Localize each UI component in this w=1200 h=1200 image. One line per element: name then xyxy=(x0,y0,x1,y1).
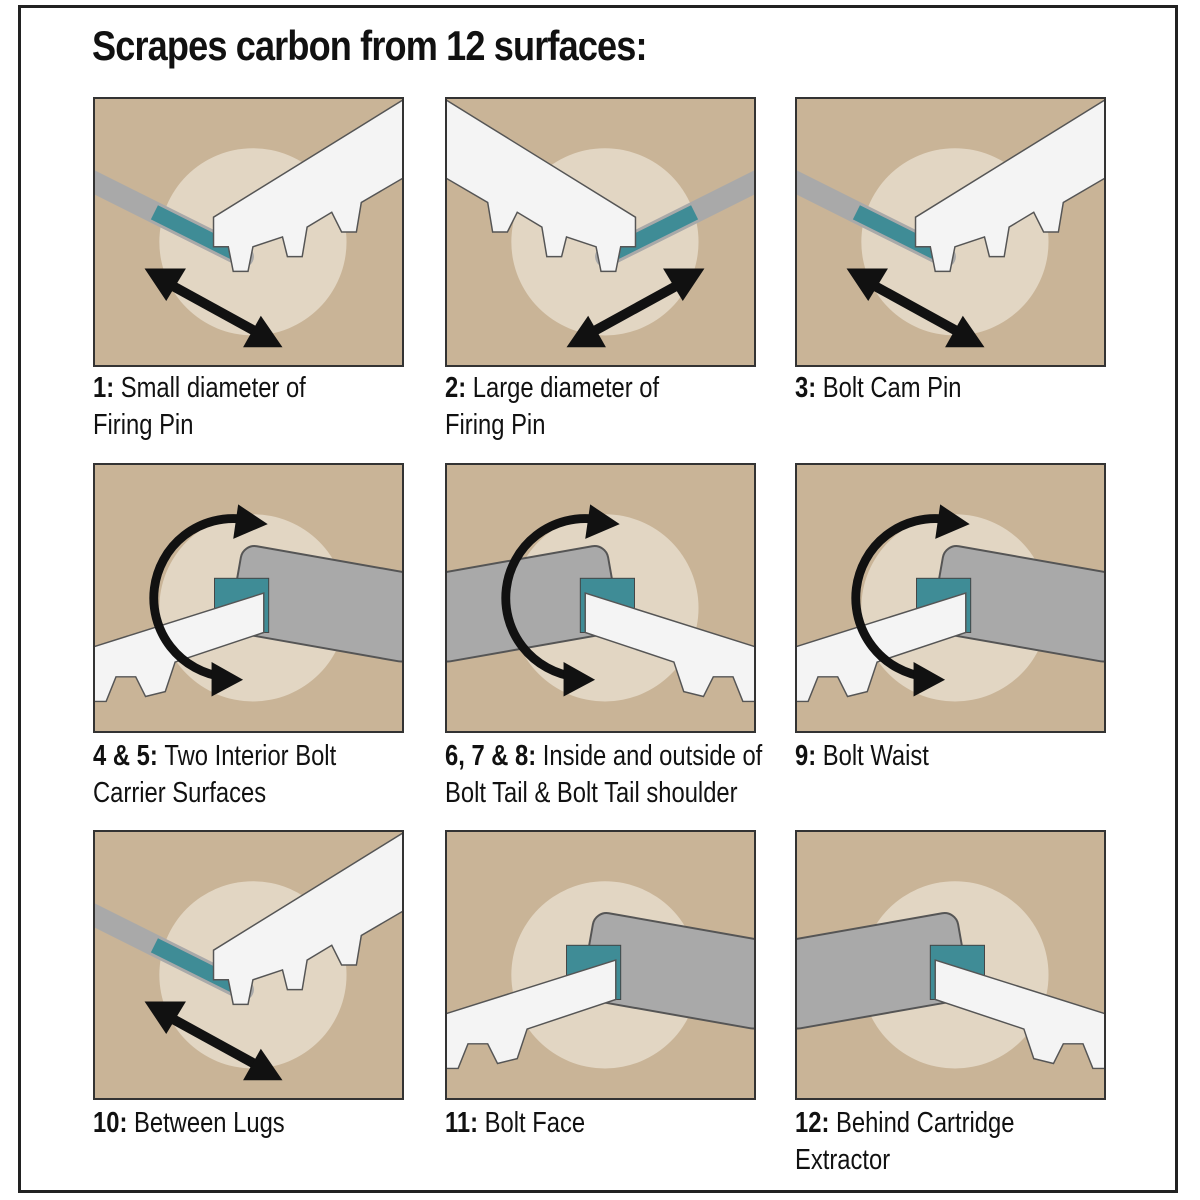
panel-illustration-6 xyxy=(795,463,1106,733)
caption-line-1: Small diameter of xyxy=(120,372,306,404)
caption-line-1: Bolt Cam Pin xyxy=(822,372,962,404)
panel-illustration-5 xyxy=(445,463,756,733)
panel-illustration-1 xyxy=(93,97,404,367)
scraper-tool xyxy=(797,592,967,703)
scraper-tool xyxy=(934,959,1104,1070)
caption-line-2: Carrier Surfaces xyxy=(93,777,267,809)
scraper-tool xyxy=(584,592,754,703)
page-title: Scrapes carbon from 12 surfaces: xyxy=(92,22,648,69)
caption-line-1: Inside and outside of xyxy=(542,740,763,772)
caption-number: 6, 7 & 8: xyxy=(445,740,543,772)
scraper-tool xyxy=(447,959,617,1070)
rotate-arrow-icon xyxy=(501,504,620,697)
caption-line-1: Between Lugs xyxy=(133,1107,285,1139)
caption-number: 11: xyxy=(445,1107,485,1139)
rotate-arrow-icon xyxy=(149,504,268,697)
caption-line-2: Bolt Tail & Bolt Tail shoulder xyxy=(445,777,738,809)
panel-illustration-3 xyxy=(795,97,1106,367)
caption-number: 4 & 5: xyxy=(93,740,165,772)
double-arrow-icon xyxy=(144,1001,283,1081)
panel-caption-6: 9: Bolt Waist xyxy=(795,738,1139,775)
double-arrow-icon xyxy=(566,268,705,348)
caption-number: 12: xyxy=(795,1107,836,1139)
panel-illustration-7 xyxy=(93,830,404,1100)
scraper-tool xyxy=(212,832,402,1006)
panel-caption-2: 2: Large diameter of Firing Pin xyxy=(445,370,789,444)
caption-number: 10: xyxy=(93,1107,134,1139)
caption-line-1: Bolt Waist xyxy=(822,740,929,772)
scraper-tool xyxy=(914,99,1104,273)
caption-line-2: Extractor xyxy=(795,1144,891,1176)
panel-caption-8: 11: Bolt Face xyxy=(445,1105,789,1142)
panel-caption-1: 1: Small diameter of Firing Pin xyxy=(93,370,437,444)
panel-illustration-9 xyxy=(795,830,1106,1100)
panel-caption-7: 10: Between Lugs xyxy=(93,1105,437,1142)
panel-caption-5: 6, 7 & 8: Inside and outside of Bolt Tail… xyxy=(445,738,789,812)
caption-number: 9: xyxy=(795,740,823,772)
caption-line-2: Firing Pin xyxy=(445,409,546,441)
double-arrow-icon xyxy=(144,268,283,348)
panel-illustration-4 xyxy=(93,463,404,733)
caption-number: 2: xyxy=(445,372,473,404)
caption-number: 1: xyxy=(93,372,121,404)
panel-illustration-8 xyxy=(445,830,756,1100)
panel-illustration-2 xyxy=(445,97,756,367)
scraper-tool xyxy=(95,592,265,703)
caption-number: 3: xyxy=(795,372,823,404)
panel-caption-3: 3: Bolt Cam Pin xyxy=(795,370,1139,407)
caption-line-1: Two Interior Bolt xyxy=(164,740,337,772)
infographic-frame xyxy=(18,5,1178,1193)
scraper-tool xyxy=(447,99,637,273)
double-arrow-icon xyxy=(846,268,985,348)
scraper-tool xyxy=(212,99,402,273)
caption-line-2: Firing Pin xyxy=(93,409,194,441)
caption-line-1: Large diameter of xyxy=(472,372,660,404)
caption-line-1: Bolt Face xyxy=(484,1107,586,1139)
rotate-arrow-icon xyxy=(851,504,970,697)
caption-line-1: Behind Cartridge xyxy=(835,1107,1015,1139)
